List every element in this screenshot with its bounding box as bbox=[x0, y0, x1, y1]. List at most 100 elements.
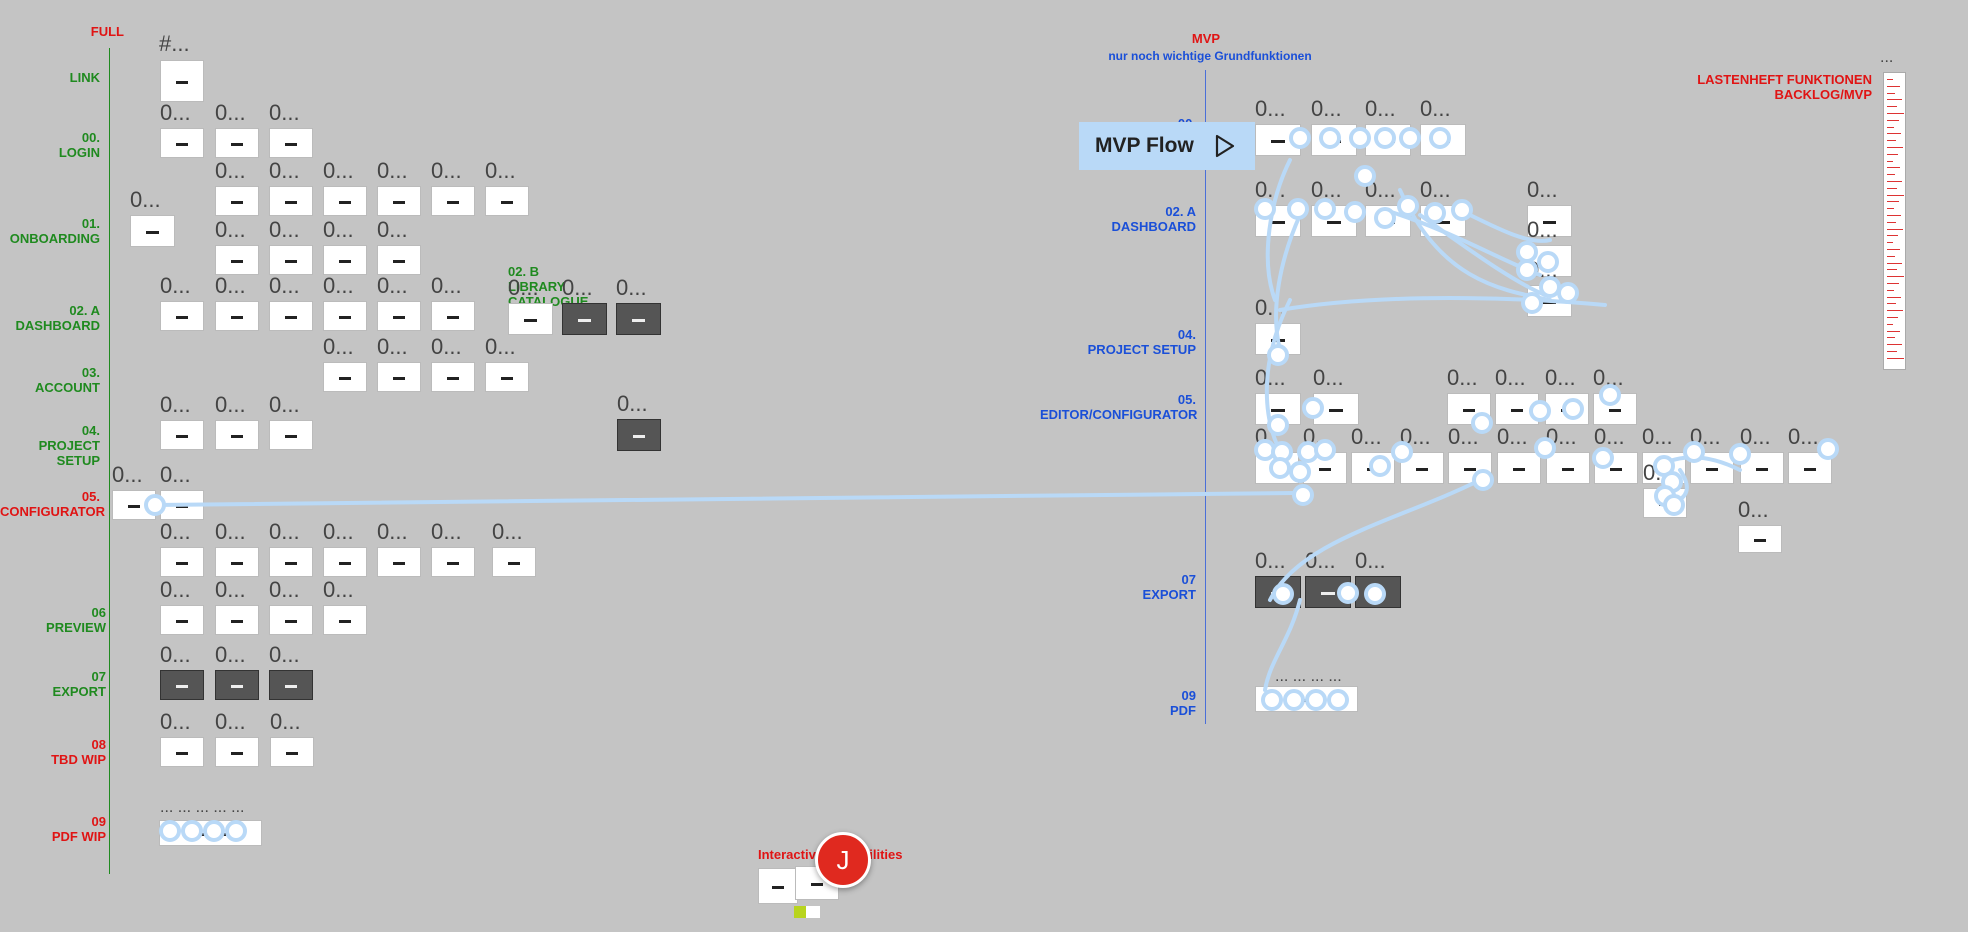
frame-title: 0... bbox=[1495, 365, 1526, 390]
screen-frame[interactable] bbox=[485, 362, 529, 392]
screen-frame[interactable] bbox=[269, 670, 313, 700]
screen-frame[interactable] bbox=[1255, 576, 1301, 608]
spec-line bbox=[1887, 235, 1898, 237]
screen-frame[interactable] bbox=[485, 186, 529, 216]
screen-frame[interactable] bbox=[269, 547, 313, 577]
screen-frame[interactable] bbox=[269, 186, 313, 216]
screen-frame[interactable] bbox=[431, 186, 475, 216]
screen-frame[interactable] bbox=[1420, 124, 1466, 156]
screen-frame[interactable] bbox=[1305, 576, 1351, 608]
screen-frame[interactable] bbox=[215, 245, 259, 275]
screen-frame[interactable] bbox=[377, 301, 421, 331]
screen-frame[interactable] bbox=[1255, 452, 1299, 484]
hotspot-marker[interactable] bbox=[1292, 484, 1314, 506]
screen-frame[interactable] bbox=[323, 362, 367, 392]
screen-frame[interactable] bbox=[1788, 452, 1832, 484]
screen-frame[interactable] bbox=[160, 490, 204, 520]
screen-frame[interactable] bbox=[1255, 393, 1301, 425]
screen-frame[interactable] bbox=[269, 245, 313, 275]
screen-frame[interactable] bbox=[323, 301, 367, 331]
screen-frame[interactable] bbox=[1365, 124, 1411, 156]
interactive-frame[interactable] bbox=[758, 868, 798, 904]
screen-frame[interactable] bbox=[508, 303, 553, 335]
screen-frame[interactable] bbox=[215, 547, 259, 577]
screen-frame[interactable] bbox=[1255, 124, 1301, 156]
screen-frame[interactable] bbox=[160, 128, 204, 158]
screen-frame[interactable] bbox=[269, 420, 313, 450]
screen-frame[interactable] bbox=[492, 547, 536, 577]
screen-frame[interactable] bbox=[1545, 393, 1589, 425]
screen-frame[interactable] bbox=[130, 215, 175, 247]
frame-title: 0... bbox=[160, 100, 191, 125]
screen-frame[interactable] bbox=[323, 245, 367, 275]
screen-frame[interactable] bbox=[1313, 393, 1359, 425]
screen-frame[interactable] bbox=[215, 420, 259, 450]
screen-frame[interactable] bbox=[112, 490, 156, 520]
screen-frame[interactable] bbox=[431, 547, 475, 577]
mvp-pdf-frame[interactable] bbox=[1255, 686, 1358, 712]
screen-frame[interactable] bbox=[1643, 488, 1687, 518]
screen-frame[interactable] bbox=[160, 301, 204, 331]
screen-frame[interactable] bbox=[215, 605, 259, 635]
screen-frame[interactable] bbox=[1351, 452, 1395, 484]
mvp-flow-button[interactable]: MVP Flow bbox=[1079, 122, 1255, 170]
screen-frame[interactable] bbox=[1303, 452, 1347, 484]
frame-title: 0... bbox=[269, 273, 300, 298]
pdf-frame[interactable] bbox=[159, 820, 262, 846]
screen-frame[interactable] bbox=[1255, 323, 1301, 355]
screen-frame[interactable] bbox=[323, 547, 367, 577]
screen-frame[interactable] bbox=[431, 362, 475, 392]
screen-frame[interactable] bbox=[377, 547, 421, 577]
screen-frame[interactable] bbox=[269, 128, 313, 158]
frame-title: 0... bbox=[562, 275, 593, 300]
screen-frame[interactable] bbox=[1355, 576, 1401, 608]
screen-frame[interactable] bbox=[1594, 452, 1638, 484]
screen-frame[interactable] bbox=[1255, 205, 1301, 237]
screen-frame[interactable] bbox=[1593, 393, 1637, 425]
frame-title: 0... bbox=[323, 158, 354, 183]
screen-frame[interactable] bbox=[269, 301, 313, 331]
user-avatar[interactable]: J bbox=[815, 832, 871, 888]
screen-frame[interactable] bbox=[160, 670, 204, 700]
screen-frame[interactable] bbox=[160, 420, 204, 450]
screen-frame[interactable] bbox=[215, 670, 259, 700]
screen-frame[interactable] bbox=[1420, 205, 1466, 237]
screen-frame[interactable] bbox=[377, 245, 421, 275]
screen-frame[interactable] bbox=[1365, 205, 1411, 237]
frame-title: 0... bbox=[1351, 424, 1382, 449]
screen-frame[interactable] bbox=[160, 605, 204, 635]
screen-frame[interactable] bbox=[215, 301, 259, 331]
screen-frame[interactable] bbox=[1447, 393, 1491, 425]
frame-title: 0... bbox=[377, 217, 408, 242]
screen-frame[interactable] bbox=[323, 186, 367, 216]
screen-frame[interactable] bbox=[1311, 124, 1357, 156]
backlog-spec-frame[interactable] bbox=[1883, 72, 1906, 370]
screen-frame[interactable] bbox=[1497, 452, 1541, 484]
screen-frame[interactable] bbox=[1400, 452, 1444, 484]
screen-frame[interactable] bbox=[1740, 452, 1784, 484]
screen-frame[interactable] bbox=[377, 362, 421, 392]
screen-frame[interactable] bbox=[1495, 393, 1539, 425]
screen-frame[interactable] bbox=[160, 737, 204, 767]
screen-frame[interactable] bbox=[1527, 285, 1572, 317]
screen-frame[interactable] bbox=[617, 419, 661, 451]
screen-frame[interactable] bbox=[1311, 205, 1357, 237]
screen-frame[interactable] bbox=[616, 303, 661, 335]
screen-frame[interactable] bbox=[1738, 525, 1782, 553]
screen-frame[interactable] bbox=[1690, 452, 1734, 484]
screen-frame[interactable] bbox=[323, 605, 367, 635]
frame-title: 0... bbox=[160, 642, 191, 667]
link-frame[interactable] bbox=[160, 60, 204, 102]
screen-frame[interactable] bbox=[269, 605, 313, 635]
spec-line bbox=[1887, 119, 1899, 121]
screen-frame[interactable] bbox=[377, 186, 421, 216]
screen-frame[interactable] bbox=[160, 547, 204, 577]
screen-frame[interactable] bbox=[215, 186, 259, 216]
screen-frame[interactable] bbox=[215, 737, 259, 767]
screen-frame[interactable] bbox=[562, 303, 607, 335]
screen-frame[interactable] bbox=[215, 128, 259, 158]
screen-frame[interactable] bbox=[270, 737, 314, 767]
screen-frame[interactable] bbox=[1448, 452, 1492, 484]
screen-frame[interactable] bbox=[431, 301, 475, 331]
screen-frame[interactable] bbox=[1546, 452, 1590, 484]
